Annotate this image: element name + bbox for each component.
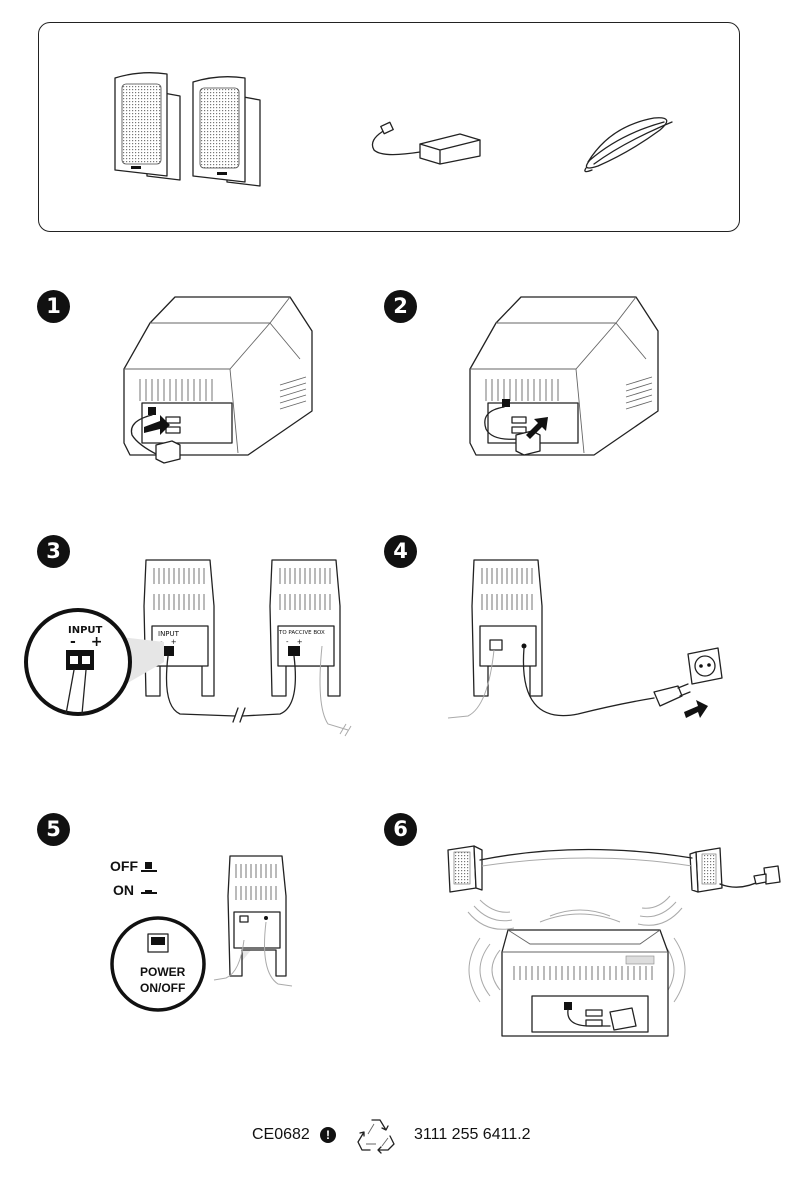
power-label-line2: ON/OFF bbox=[140, 981, 186, 995]
right-speaker-terminal-signs: - + bbox=[286, 638, 303, 646]
speakers-icon bbox=[114, 72, 261, 187]
warning-icon: ! bbox=[320, 1127, 336, 1143]
plus-sign: + bbox=[296, 638, 303, 646]
switch-on-label: ON bbox=[113, 882, 134, 898]
step-badge-2: 2 bbox=[384, 290, 417, 323]
passive-box-label: TO PACCIVE BOX bbox=[279, 630, 325, 636]
ce-mark: CE0682 bbox=[252, 1126, 310, 1143]
part-number: 3111 255 6411.2 bbox=[414, 1126, 531, 1143]
switch-off-indicator bbox=[141, 862, 157, 872]
step2-monitor-illustration bbox=[469, 296, 659, 456]
step1-monitor-illustration bbox=[123, 296, 313, 464]
left-speaker-input-label: INPUT bbox=[158, 630, 179, 638]
switch-on-indicator bbox=[141, 890, 157, 894]
recycle-icon bbox=[357, 1119, 395, 1154]
plus-sign: + bbox=[90, 634, 103, 650]
callout-input-label: INPUT bbox=[68, 625, 103, 636]
power-adapter-icon bbox=[371, 121, 481, 165]
step-badge-6: 6 bbox=[384, 813, 417, 846]
minus-sign: - bbox=[286, 638, 289, 646]
cable-coil-icon bbox=[584, 117, 673, 173]
step-badge-5: 5 bbox=[37, 813, 70, 846]
power-label-line1: POWER bbox=[140, 965, 186, 979]
switch-off-label: OFF bbox=[110, 858, 138, 874]
contents-box bbox=[38, 22, 740, 232]
step3-speakers-back-illustration bbox=[143, 559, 352, 737]
plus-sign: + bbox=[170, 638, 177, 646]
step-badge-4: 4 bbox=[384, 535, 417, 568]
step-badge-1: 1 bbox=[37, 290, 70, 323]
magnifier-callout-shape bbox=[24, 608, 164, 716]
minus-sign: - bbox=[70, 634, 76, 650]
callout-terminal-signs: - + bbox=[70, 634, 102, 650]
step4-speaker-outlet-illustration bbox=[447, 559, 723, 719]
step-badge-3: 3 bbox=[37, 535, 70, 568]
step6-setup-overview-illustration bbox=[447, 845, 781, 1037]
step5-speaker-switch-illustration bbox=[110, 855, 293, 1012]
